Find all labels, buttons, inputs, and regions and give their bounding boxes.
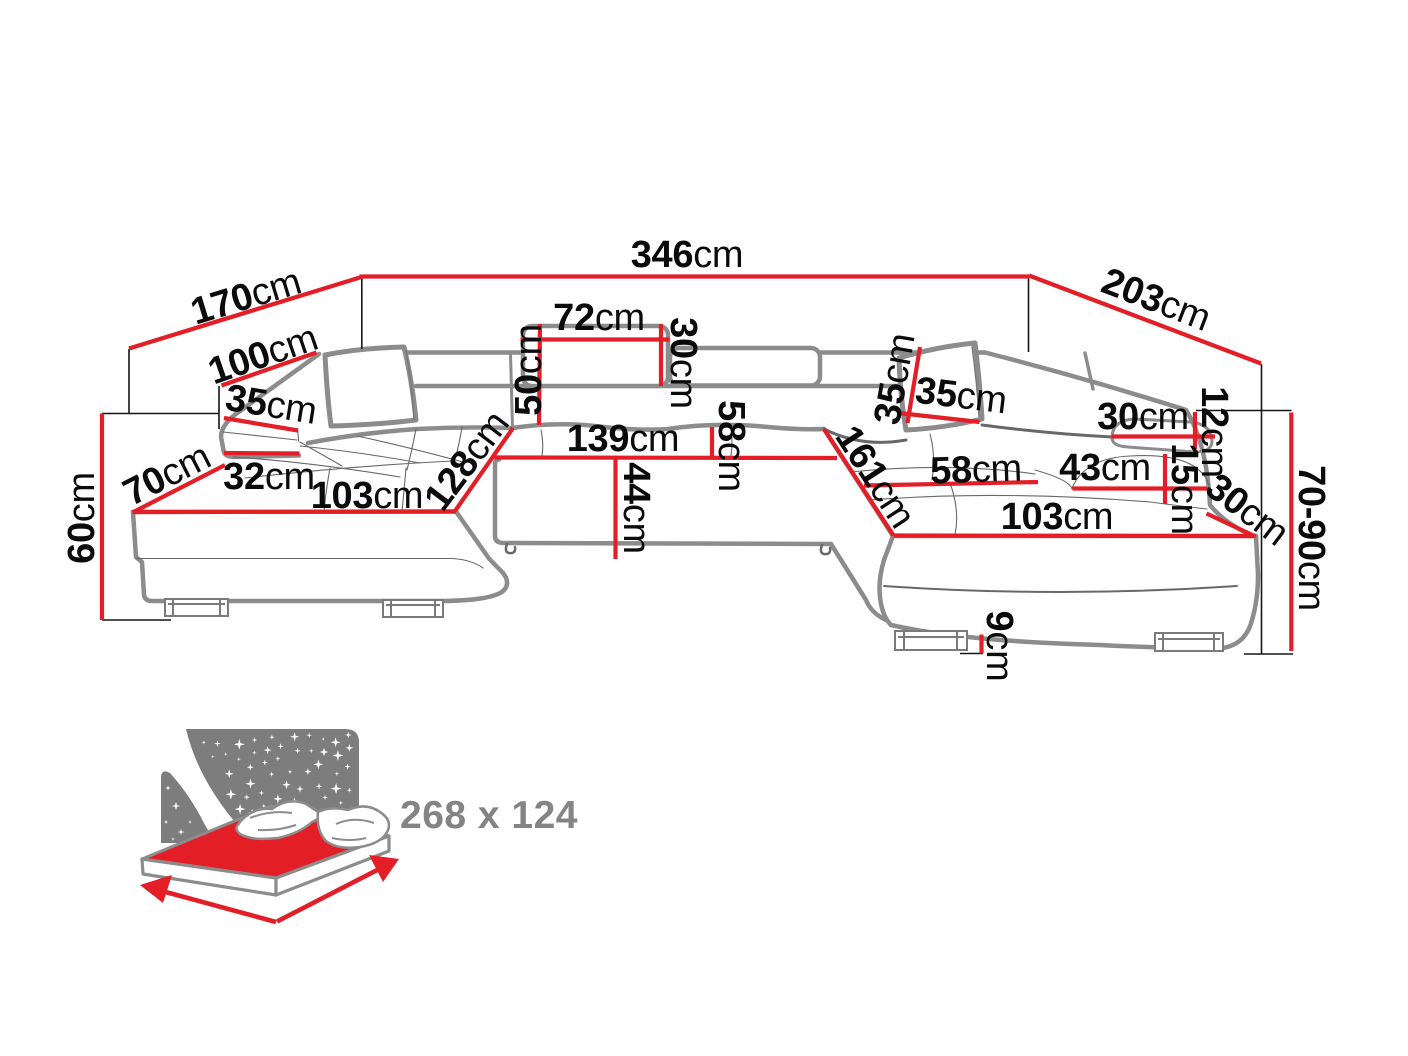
- svg-text:30cm: 30cm: [662, 317, 704, 409]
- svg-text:35cm: 35cm: [913, 370, 1009, 423]
- svg-text:139cm: 139cm: [567, 418, 680, 460]
- svg-text:9cm: 9cm: [978, 611, 1020, 682]
- svg-text:32cm: 32cm: [223, 456, 315, 498]
- svg-text:268 x 124: 268 x 124: [400, 794, 578, 837]
- svg-text:43cm: 43cm: [1059, 447, 1151, 489]
- svg-text:72cm: 72cm: [553, 297, 645, 339]
- svg-text:35cm: 35cm: [222, 377, 319, 433]
- svg-text:346cm: 346cm: [631, 234, 744, 276]
- svg-text:30cm: 30cm: [1097, 396, 1189, 438]
- svg-text:58cm: 58cm: [929, 447, 1022, 492]
- svg-text:103cm: 103cm: [311, 475, 424, 517]
- svg-text:103cm: 103cm: [1001, 496, 1114, 538]
- svg-text:12cm: 12cm: [1193, 386, 1235, 478]
- svg-text:50cm: 50cm: [508, 324, 550, 416]
- svg-text:15cm: 15cm: [1163, 443, 1205, 535]
- svg-text:35cm: 35cm: [866, 330, 923, 428]
- svg-text:60cm: 60cm: [61, 472, 103, 564]
- svg-text:70-90cm: 70-90cm: [1290, 465, 1332, 611]
- svg-text:44cm: 44cm: [615, 462, 657, 554]
- svg-text:58cm: 58cm: [710, 400, 752, 492]
